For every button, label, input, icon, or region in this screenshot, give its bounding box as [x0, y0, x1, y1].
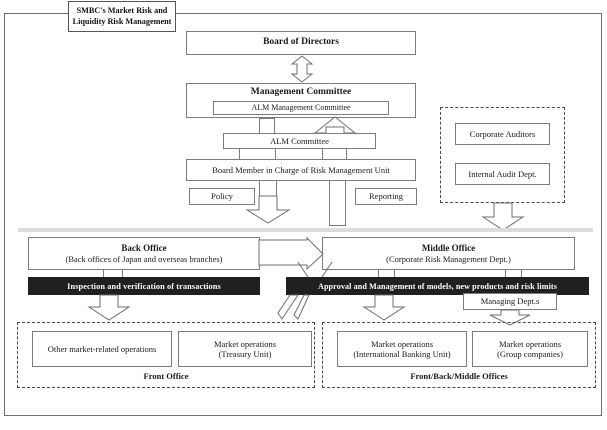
connector-boardmember-down-4 [345, 181, 346, 225]
diagram-title-line2: Liquidity Risk Management [72, 16, 172, 26]
corporate-auditors-label: Corporate Auditors [469, 128, 536, 139]
market-ops-intl-sub: (International Banking Unit) [353, 349, 451, 359]
node-market-operations-group-companies[interactable]: Market operations (Group companies) [472, 331, 588, 367]
back-office-sub: (Back offices of Japan and overseas bran… [65, 253, 223, 264]
bar-approval-management[interactable]: Approval and Management of models, new p… [286, 277, 589, 295]
node-internal-audit-dept[interactable]: Internal Audit Dept. [455, 163, 550, 185]
back-office-title: Back Office [121, 243, 167, 254]
market-ops-group-sub: (Group companies) [497, 349, 563, 359]
board-member-label: Board Member in Charge of Risk Managemen… [212, 164, 390, 175]
connector-backoffice-bar-2 [122, 270, 123, 278]
group-audit [440, 107, 565, 203]
reporting-label: Reporting [369, 191, 403, 202]
connector-middleoffice-bar-1 [378, 270, 379, 278]
diagram-title-line1: SMBC's Market Risk and [76, 6, 168, 16]
node-market-operations-treasury[interactable]: Market operations (Treasury Unit) [178, 331, 312, 367]
middle-office-sub: (Corporate Risk Management Dept.) [386, 253, 511, 264]
connector-boardmember-down-3 [329, 181, 330, 225]
managing-depts-label: Managing Dept.s [480, 296, 540, 307]
connector-backoffice-bar-1 [103, 270, 104, 278]
approval-bar-label: Approval and Management of models, new p… [318, 281, 557, 291]
internal-audit-dept-label: Internal Audit Dept. [468, 168, 537, 179]
connector-middleoffice-bar-2 [394, 270, 395, 278]
node-policy[interactable]: Policy [189, 188, 255, 205]
outer-frame [4, 13, 602, 416]
connector-alm-boardmember-1 [239, 149, 240, 159]
connector-middleoffice-bar-4 [521, 270, 522, 278]
connector-boardmember-down-2 [276, 181, 277, 197]
node-board-of-directors[interactable]: Board of Directors [186, 31, 416, 55]
connector-boardmember-down-cap [329, 225, 346, 226]
other-market-related-label: Other market-related operations [47, 343, 157, 354]
connector-middleoffice-bar-3 [505, 270, 506, 278]
alm-management-committee-label: ALM Management Committee [251, 103, 351, 113]
connector-alm-boardmember-2 [275, 149, 276, 159]
node-corporate-auditors[interactable]: Corporate Auditors [455, 123, 550, 145]
alm-committee-label: ALM Committee [270, 135, 329, 146]
bar-inspection-verification[interactable]: Inspection and verification of transacti… [28, 277, 260, 295]
policy-label: Policy [211, 191, 233, 202]
section-divider-rule [18, 228, 593, 232]
node-managing-depts[interactable]: Managing Dept.s [463, 293, 557, 310]
connector-mgmt-to-alm [259, 118, 275, 133]
market-ops-group-title: Market operations [498, 338, 562, 349]
management-committee-label: Management Committee [250, 87, 352, 97]
board-of-directors-label: Board of Directors [263, 37, 339, 48]
market-ops-intl-title: Market operations [370, 338, 434, 349]
group-front-office [17, 322, 315, 388]
node-middle-office[interactable]: Middle Office (Corporate Risk Management… [322, 237, 575, 270]
node-alm-management-committee[interactable]: ALM Management Committee [213, 101, 389, 115]
connector-alm-boardmember-4 [346, 149, 347, 159]
inspection-bar-label: Inspection and verification of transacti… [67, 281, 221, 291]
node-alm-committee[interactable]: ALM Committee [223, 133, 376, 149]
market-ops-treasury-sub: (Treasury Unit) [218, 349, 272, 359]
connector-boardmember-down-1 [259, 181, 260, 197]
node-board-member[interactable]: Board Member in Charge of Risk Managemen… [186, 159, 416, 181]
group-front-back-middle-offices [322, 322, 596, 388]
diagram-title: SMBC's Market Risk and Liquidity Risk Ma… [68, 1, 176, 32]
node-reporting[interactable]: Reporting [355, 188, 417, 205]
middle-office-title: Middle Office [421, 243, 476, 254]
node-other-market-related-operations[interactable]: Other market-related operations [32, 331, 172, 367]
front-office-group-label: Front Office [143, 371, 189, 381]
node-back-office[interactable]: Back Office (Back offices of Japan and o… [28, 237, 260, 270]
connector-alm-boardmember-3 [322, 149, 323, 159]
front-back-middle-group-label: Front/Back/Middle Offices [410, 371, 508, 381]
market-ops-treasury-title: Market operations [213, 338, 277, 349]
node-market-operations-international[interactable]: Market operations (International Banking… [337, 331, 467, 367]
